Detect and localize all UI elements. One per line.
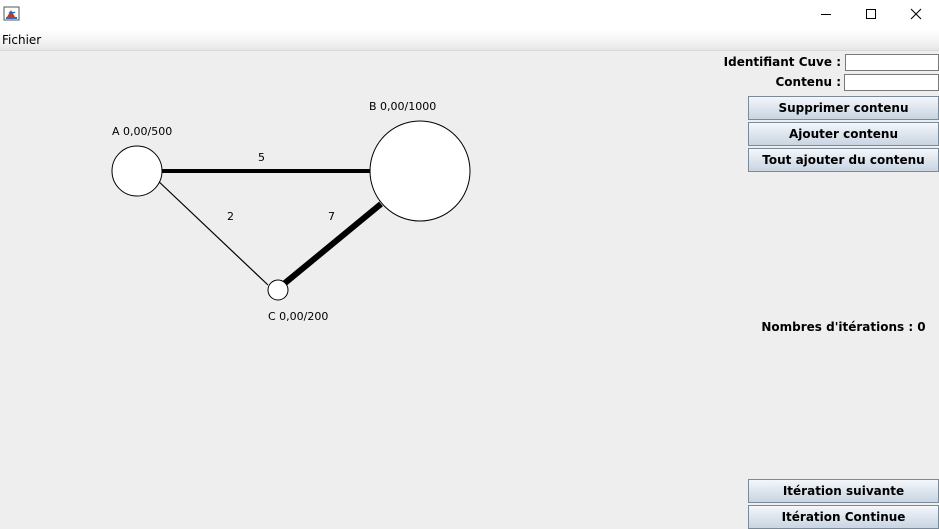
menu-bar: Fichier	[0, 30, 939, 51]
edge-label-a-c: 2	[227, 210, 234, 223]
next-iteration-button[interactable]: Itération suivante	[748, 479, 939, 503]
node-label-b: B 0,00/1000	[369, 100, 436, 113]
add-content-button[interactable]: Ajouter contenu	[748, 122, 939, 146]
content-input[interactable]	[844, 74, 939, 91]
content-label: Contenu :	[775, 75, 841, 89]
node-a[interactable]	[111, 145, 163, 197]
tank-id-label: Identifiant Cuve :	[723, 55, 841, 69]
minimize-button[interactable]	[803, 0, 849, 28]
edge-label-a-b: 5	[258, 151, 265, 164]
continuous-iteration-button[interactable]: Itération Continue	[748, 505, 939, 529]
add-all-content-button[interactable]: Tout ajouter du contenu	[748, 148, 939, 172]
java-app-icon[interactable]	[3, 5, 20, 22]
node-label-c: C 0,00/200	[268, 310, 328, 323]
maximize-button[interactable]	[848, 0, 894, 28]
close-button[interactable]	[893, 0, 939, 28]
menu-fichier[interactable]: Fichier	[2, 33, 42, 47]
close-icon	[910, 8, 922, 20]
graph-canvas[interactable]: 5 2 7 A 0,00/500 B 0,00/1000 C 0,00/200	[0, 51, 740, 528]
title-bar	[0, 0, 939, 30]
node-b[interactable]	[369, 120, 471, 222]
maximize-icon	[866, 9, 876, 19]
minimize-icon	[821, 14, 831, 15]
node-c[interactable]	[267, 279, 289, 301]
iteration-count-label: Nombres d'itérations : 0	[761, 320, 926, 334]
edge-a-c	[154, 177, 269, 286]
remove-content-button[interactable]: Supprimer contenu	[748, 96, 939, 120]
tank-id-input[interactable]	[845, 54, 939, 71]
node-label-a: A 0,00/500	[112, 125, 172, 138]
edge-label-c-b: 7	[328, 210, 335, 223]
edge-c-b	[283, 201, 383, 286]
